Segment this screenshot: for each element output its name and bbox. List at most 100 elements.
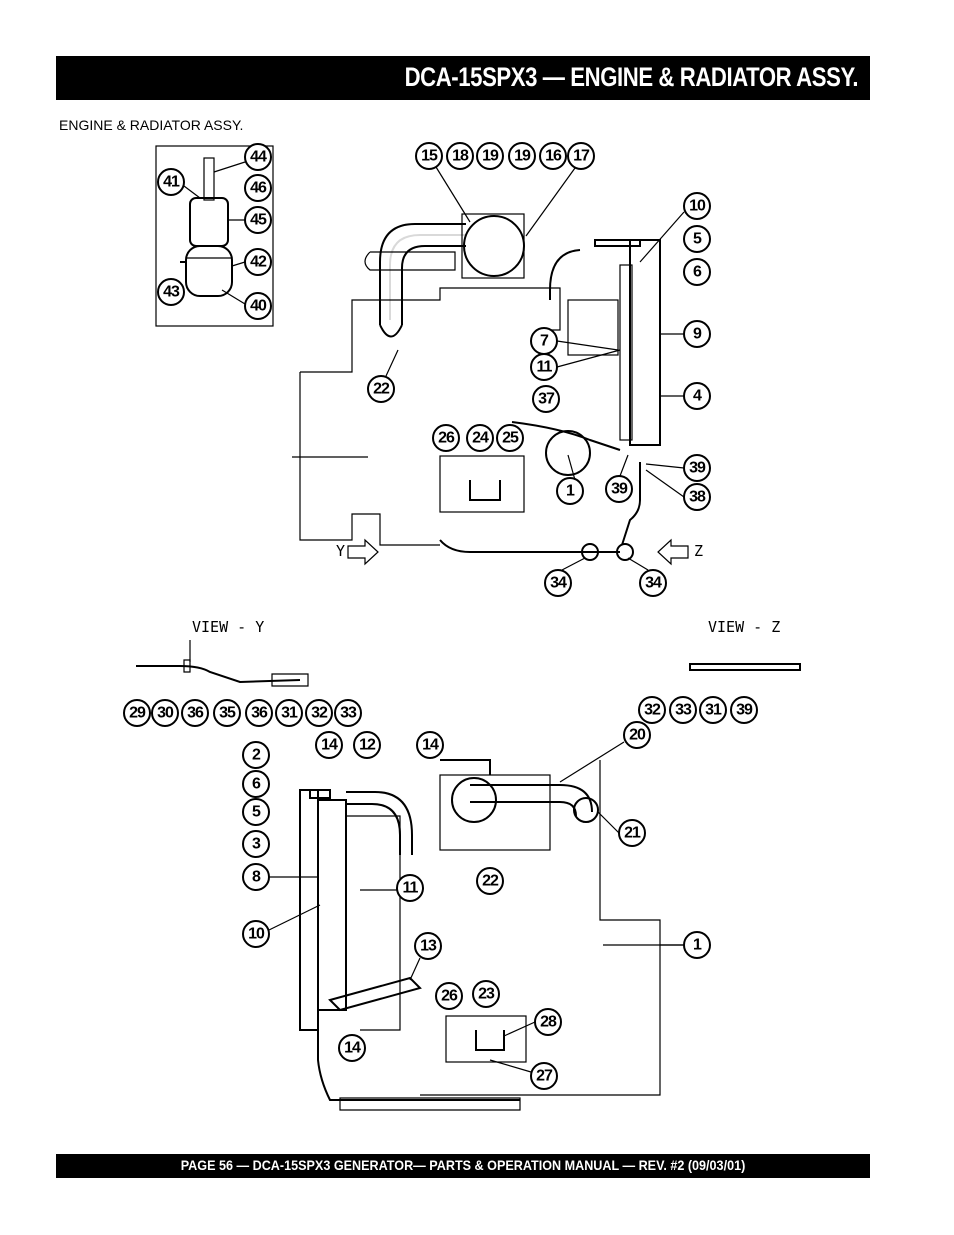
callout-20: 20 (623, 721, 651, 749)
callout-33b: 33 (669, 696, 697, 724)
callout-18: 18 (446, 142, 474, 170)
view-strips: VIEW - Y VIEW - Z (136, 618, 801, 687)
arrow-y-label: Y (336, 542, 345, 560)
callout-6b: 6 (242, 770, 270, 798)
callout-26b: 26 (435, 982, 463, 1010)
callout-19b: 19 (508, 142, 536, 170)
svg-text:33: 33 (675, 702, 692, 719)
svg-text:11: 11 (537, 359, 553, 376)
callout-1a: 1 (556, 477, 584, 505)
callout-32b: 32 (638, 696, 666, 724)
callout-14a: 14 (315, 731, 343, 759)
callout-11b: 11 (396, 874, 424, 902)
svg-text:35: 35 (219, 705, 236, 722)
callout-44: 44 (244, 143, 272, 171)
view-z-label: VIEW - Z (708, 618, 780, 636)
svg-text:34: 34 (550, 575, 567, 592)
svg-text:22: 22 (482, 873, 499, 890)
svg-text:15: 15 (421, 148, 438, 165)
svg-text:13: 13 (420, 938, 437, 955)
svg-text:14: 14 (344, 1040, 361, 1057)
svg-text:21: 21 (624, 825, 641, 842)
svg-text:23: 23 (478, 986, 495, 1003)
svg-text:46: 46 (250, 180, 267, 197)
svg-text:42: 42 (250, 254, 267, 271)
callout-38: 38 (683, 483, 711, 511)
svg-text:5: 5 (252, 804, 261, 821)
view-arrows: Y Z (336, 538, 703, 566)
callout-46: 46 (244, 174, 272, 202)
callout-37: 37 (532, 385, 560, 413)
callout-31a: 31 (275, 699, 303, 727)
svg-text:39: 39 (611, 481, 628, 498)
callout-26a: 26 (432, 424, 460, 452)
svg-text:43: 43 (163, 284, 180, 301)
callout-5b: 5 (242, 798, 270, 826)
callout-45: 45 (244, 206, 272, 234)
svg-text:4: 4 (693, 388, 702, 405)
callout-34b: 34 (639, 569, 667, 597)
svg-text:1: 1 (566, 483, 575, 500)
callout-24: 24 (466, 424, 494, 452)
svg-text:2: 2 (252, 747, 261, 764)
svg-text:26: 26 (441, 988, 458, 1005)
svg-text:17: 17 (573, 148, 590, 165)
callout-3: 3 (242, 830, 270, 858)
svg-text:40: 40 (250, 298, 267, 315)
svg-text:28: 28 (540, 1014, 557, 1031)
callout-4: 4 (683, 382, 711, 410)
svg-text:10: 10 (248, 926, 265, 943)
callout-6a: 6 (683, 258, 711, 286)
bottom-engine-view (299, 759, 710, 1111)
svg-text:45: 45 (250, 212, 267, 229)
callout-36a: 36 (181, 699, 209, 727)
callout-27: 27 (530, 1062, 558, 1090)
svg-text:1: 1 (693, 937, 702, 954)
callout-22a: 22 (367, 375, 395, 403)
callout-41: 41 (157, 168, 185, 196)
svg-text:29: 29 (129, 705, 146, 722)
svg-text:31: 31 (281, 705, 298, 722)
svg-text:34: 34 (645, 575, 662, 592)
svg-text:10: 10 (689, 198, 706, 215)
header-bar: DCA-15SPX3 — ENGINE & RADIATOR ASSY. (56, 56, 870, 100)
callout-11a: 11 (530, 353, 558, 381)
page-title: DCA-15SPX3 — ENGINE & RADIATOR ASSY. (404, 62, 858, 92)
callout-29: 29 (123, 699, 151, 727)
svg-text:6: 6 (693, 264, 702, 281)
callout-39c: 39 (730, 696, 758, 724)
svg-text:44: 44 (250, 149, 267, 166)
svg-text:31: 31 (705, 702, 722, 719)
callout-13: 13 (414, 932, 442, 960)
svg-text:36: 36 (251, 705, 268, 722)
callout-35: 35 (213, 699, 241, 727)
callout-17: 17 (567, 142, 595, 170)
svg-text:12: 12 (359, 737, 376, 754)
svg-text:14: 14 (422, 737, 439, 754)
callout-group: 44 41 46 45 42 43 40 15 18 19 19 16 17 1… (123, 142, 758, 1090)
svg-text:16: 16 (545, 148, 562, 165)
svg-text:22: 22 (373, 381, 390, 398)
svg-text:30: 30 (157, 705, 174, 722)
svg-text:33: 33 (340, 705, 357, 722)
svg-text:5: 5 (693, 231, 702, 248)
svg-text:6: 6 (252, 776, 261, 793)
callout-23: 23 (472, 980, 500, 1008)
callout-10b: 10 (242, 920, 270, 948)
svg-text:39: 39 (689, 460, 706, 477)
callout-39b: 39 (605, 475, 633, 503)
leader-lines (183, 161, 685, 1073)
callout-19a: 19 (476, 142, 504, 170)
callout-5a: 5 (683, 225, 711, 253)
top-engine-view (292, 213, 661, 561)
footer-text: PAGE 56 — DCA-15SPX3 GENERATOR— PARTS & … (180, 1157, 746, 1173)
svg-text:25: 25 (502, 430, 519, 447)
svg-text:36: 36 (187, 705, 204, 722)
callout-16: 16 (539, 142, 567, 170)
callout-7: 7 (530, 327, 558, 355)
svg-text:8: 8 (252, 869, 261, 886)
callout-14c: 14 (338, 1034, 366, 1062)
footer-bar: PAGE 56 — DCA-15SPX3 GENERATOR— PARTS & … (56, 1154, 870, 1178)
callout-10a: 10 (683, 192, 711, 220)
callout-21: 21 (618, 819, 646, 847)
